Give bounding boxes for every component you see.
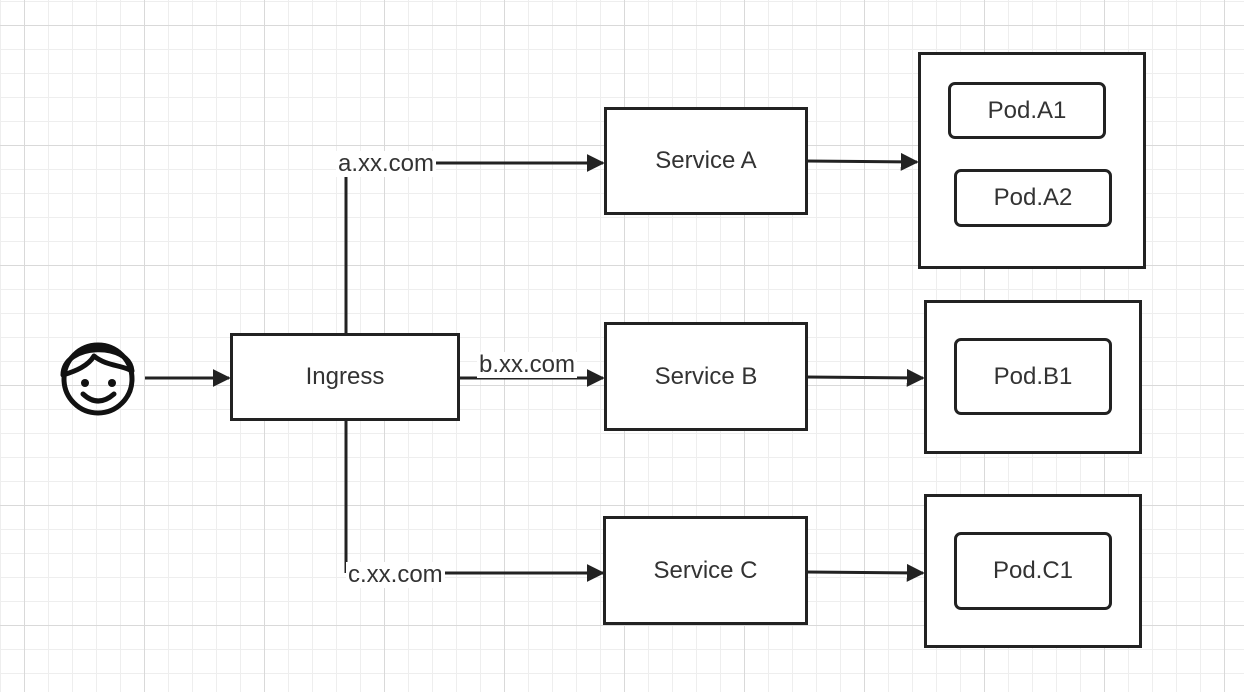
pod-a1[interactable]: Pod.A1: [948, 82, 1106, 139]
edge-service-c-to-pods: [805, 563, 925, 582]
edge-service-a-to-pods: [805, 152, 919, 171]
pod-c1[interactable]: Pod.C1: [954, 532, 1112, 610]
service-c-label: Service C: [653, 556, 758, 584]
pod-b1-label: Pod.B1: [993, 362, 1073, 390]
route-label-a: a.xx.com: [336, 150, 437, 177]
service-b-node[interactable]: Service B: [604, 322, 808, 431]
service-a-node[interactable]: Service A: [604, 107, 808, 215]
pod-a1-label: Pod.A1: [987, 96, 1067, 124]
route-label-b: b.xx.com: [477, 351, 578, 378]
pod-a2-label: Pod.A2: [993, 184, 1073, 211]
user-face-icon: [58, 338, 138, 423]
ingress-node[interactable]: Ingress: [230, 333, 460, 421]
edge-service-b-to-pods: [805, 368, 925, 387]
pod-c1-label: Pod.C1: [992, 557, 1074, 584]
pod-a2[interactable]: Pod.A2: [954, 169, 1112, 227]
service-b-label: Service B: [654, 362, 758, 390]
ingress-label: Ingress: [305, 363, 385, 390]
route-label-c: c.xx.com: [346, 561, 445, 588]
service-c-node[interactable]: Service C: [603, 516, 808, 625]
pod-b1[interactable]: Pod.B1: [954, 338, 1112, 415]
service-a-label: Service A: [655, 147, 757, 174]
